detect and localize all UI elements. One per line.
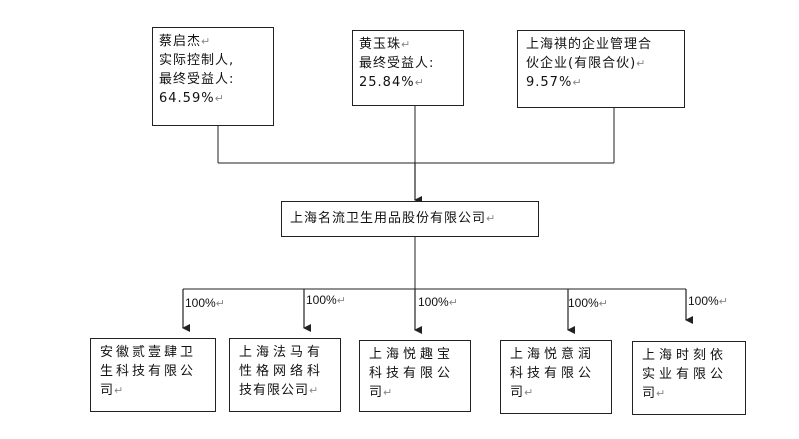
subsidiary-4-line-2: 科技有限公 [510,366,596,381]
shareholder-2-line-2: 最终受益人: [359,56,435,71]
subsidiary-5-line-2: 实业有限公 [642,367,728,382]
subsidiary-3-line-3: 司↵ [369,385,394,400]
subsidiary-4-line-1: 上海悦意润 [510,347,596,362]
shareholder-1-line-1: 蔡启杰↵ [159,34,212,49]
subsidiary-3-line-1: 上海悦趣宝 [369,347,455,362]
subsidiary-2-line-2: 性格网络科 [239,364,325,379]
subsidiary-3-line-2: 科技有限公 [369,366,455,381]
subsidiary-box-3: 上海悦趣宝 科技有限公 司↵ [359,340,471,412]
subsidiary-5-pct: 100%↵ [688,294,728,308]
subsidiary-2-line-3: 技有限公司↵ [239,383,320,398]
subsidiary-5-line-3: 司↵ [642,386,667,401]
subsidiary-box-1: 安徽贰壹肆卫 生科技有限公 司↵ [90,338,216,412]
shareholder-box-2: 黄玉珠↵ 最终受益人: 25.84%↵ [352,30,464,106]
subsidiary-4-pct: 100%↵ [568,296,608,310]
shareholder-3-line-1: 上海祺的企业管理合 [526,37,653,52]
shareholder-3-line-3: 9.57%↵ [526,75,583,90]
shareholder-1-line-3: 最终受益人: [159,72,235,87]
subsidiary-1-pct: 100%↵ [185,296,225,310]
subsidiary-1-line-2: 生科技有限公 [100,364,197,379]
subsidiary-2-pct: 100%↵ [306,293,346,307]
subsidiary-2-line-1: 上海法马有 [239,345,325,360]
subsidiary-4-line-3: 司↵ [510,385,535,400]
shareholder-2-line-1: 黄玉珠↵ [359,37,412,52]
subsidiary-3-pct: 100%↵ [418,295,458,309]
subsidiary-1-line-1: 安徽贰壹肆卫 [100,345,197,360]
subsidiary-box-5: 上海时刻依 实业有限公 司↵ [632,341,746,415]
shareholder-2-line-3: 25.84%↵ [359,75,425,90]
subsidiary-1-line-3: 司↵ [100,383,125,398]
shareholder-box-1: 蔡启杰↵ 实际控制人, 最终受益人: 64.59%↵ [152,27,274,126]
shareholder-3-line-2: 伙企业(有限合伙)↵ [526,56,647,71]
company-name: 上海名流卫生用品股份有限公司↵ [290,211,497,226]
shareholder-1-line-2: 实际控制人, [159,53,235,68]
subsidiary-5-line-1: 上海时刻依 [642,348,728,363]
subsidiary-box-4: 上海悦意润 科技有限公 司↵ [500,340,612,414]
shareholder-box-3: 上海祺的企业管理合 伙企业(有限合伙)↵ 9.57%↵ [517,30,685,108]
shareholder-1-line-4: 64.59%↵ [159,91,225,106]
subsidiary-box-2: 上海法马有 性格网络科 技有限公司↵ [229,338,341,412]
company-box: 上海名流卫生用品股份有限公司↵ [281,201,539,237]
